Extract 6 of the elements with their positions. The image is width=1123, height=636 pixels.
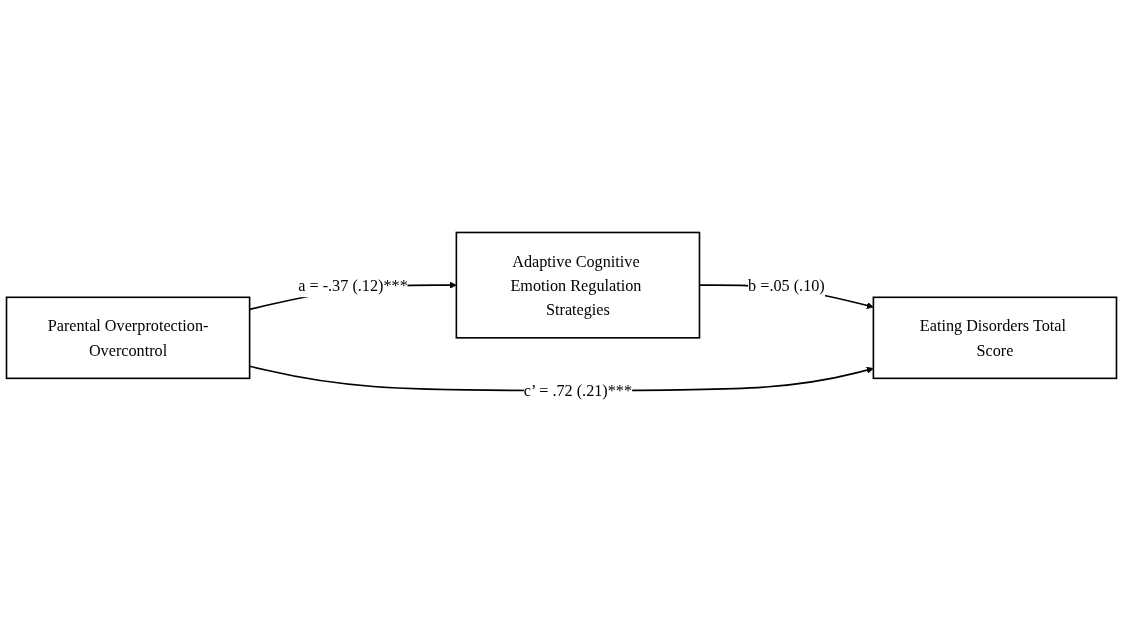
edge-label: b =.05 (.10) xyxy=(748,276,825,295)
edge-label: c’ = .72 (.21)*** xyxy=(523,382,633,400)
node-box: Eating Disorders Total Score xyxy=(872,296,1118,380)
node-box: Adaptive Cognitive Emotion Regulation Strategies xyxy=(455,232,701,340)
node-box: Parental Overprotection-Overcontrol xyxy=(5,296,251,380)
edge-label: a = -.37 (.12)*** xyxy=(298,276,408,295)
